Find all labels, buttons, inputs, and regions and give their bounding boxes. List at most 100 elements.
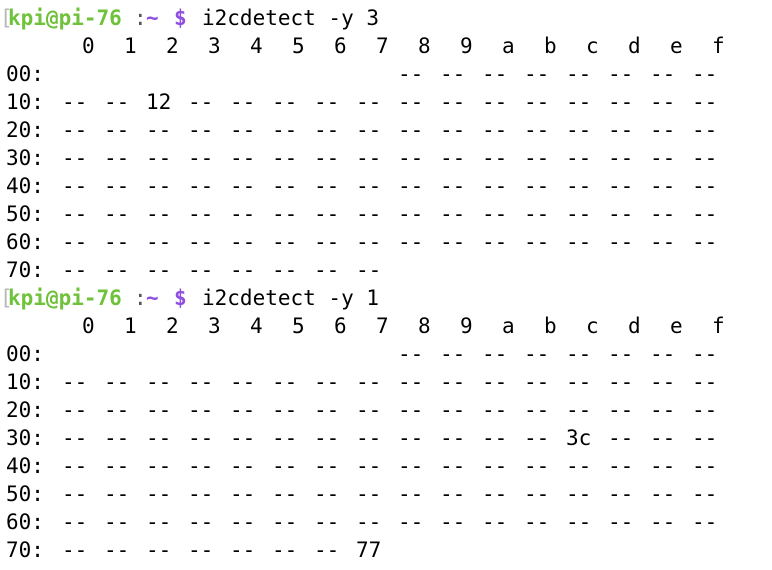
column-header: 0 — [82, 314, 95, 338]
prompt-line: [ kpi@pi-76 : ~ $ i2cdetect -y 1 — [0, 284, 379, 312]
empty-address-cell: -- — [566, 454, 592, 478]
row-label: 60: — [6, 230, 44, 254]
column-header: f — [712, 314, 725, 338]
empty-address-cell: -- — [146, 482, 172, 506]
column-header: a — [502, 34, 515, 58]
empty-address-cell: -- — [272, 426, 298, 450]
empty-address-cell: -- — [482, 454, 508, 478]
empty-address-cell: -- — [104, 118, 130, 142]
empty-address-cell: -- — [482, 146, 508, 170]
column-header: c — [586, 34, 599, 58]
column-header: 1 — [124, 34, 137, 58]
empty-address-cell: -- — [608, 426, 634, 450]
empty-address-cell: -- — [566, 510, 592, 534]
empty-address-cell: -- — [62, 538, 88, 562]
empty-address-cell: -- — [188, 90, 214, 114]
empty-address-cell: -- — [188, 510, 214, 534]
empty-address-cell: -- — [692, 398, 718, 422]
empty-address-cell: -- — [314, 230, 340, 254]
empty-address-cell: -- — [272, 370, 298, 394]
column-header: b — [544, 34, 557, 58]
empty-address-cell: -- — [314, 174, 340, 198]
empty-address-cell: -- — [608, 230, 634, 254]
empty-address-cell: -- — [650, 342, 676, 366]
empty-address-cell: -- — [524, 118, 550, 142]
empty-address-cell: -- — [230, 230, 256, 254]
empty-address-cell: -- — [650, 510, 676, 534]
empty-address-cell: -- — [188, 538, 214, 562]
empty-address-cell: -- — [188, 398, 214, 422]
empty-address-cell: -- — [314, 90, 340, 114]
empty-address-cell: -- — [482, 202, 508, 226]
empty-address-cell: -- — [692, 174, 718, 198]
empty-address-cell: -- — [650, 398, 676, 422]
empty-address-cell: -- — [524, 510, 550, 534]
row-label: 40: — [6, 174, 44, 198]
empty-address-cell: -- — [650, 482, 676, 506]
empty-address-cell: -- — [146, 398, 172, 422]
row-label: 20: — [6, 398, 44, 422]
empty-address-cell: -- — [104, 90, 130, 114]
column-header: 9 — [460, 34, 473, 58]
empty-address-cell: -- — [314, 426, 340, 450]
row-label: 10: — [6, 90, 44, 114]
empty-address-cell: -- — [440, 118, 466, 142]
empty-address-cell: -- — [62, 202, 88, 226]
row-label: 20: — [6, 118, 44, 142]
column-header: 0 — [82, 34, 95, 58]
empty-address-cell: -- — [314, 370, 340, 394]
empty-address-cell: -- — [314, 118, 340, 142]
empty-address-cell: -- — [566, 90, 592, 114]
empty-address-cell: -- — [398, 230, 424, 254]
empty-address-cell: -- — [146, 202, 172, 226]
empty-address-cell: -- — [650, 370, 676, 394]
empty-address-cell: -- — [608, 454, 634, 478]
empty-address-cell: -- — [608, 90, 634, 114]
empty-address-cell: -- — [524, 62, 550, 86]
empty-address-cell: -- — [692, 370, 718, 394]
empty-address-cell: -- — [398, 398, 424, 422]
empty-address-cell: -- — [146, 454, 172, 478]
empty-address-cell: -- — [230, 482, 256, 506]
empty-address-cell: -- — [566, 370, 592, 394]
row-label: 30: — [6, 146, 44, 170]
empty-address-cell: -- — [524, 202, 550, 226]
empty-address-cell: -- — [524, 230, 550, 254]
column-header: 8 — [418, 34, 431, 58]
empty-address-cell: -- — [188, 454, 214, 478]
empty-address-cell: -- — [692, 146, 718, 170]
command-text: i2cdetect -y 3 — [202, 6, 380, 30]
empty-address-cell: -- — [356, 482, 382, 506]
empty-address-cell: -- — [398, 342, 424, 366]
empty-address-cell: -- — [566, 482, 592, 506]
empty-address-cell: -- — [398, 370, 424, 394]
empty-address-cell: -- — [524, 342, 550, 366]
empty-address-cell: -- — [692, 90, 718, 114]
empty-address-cell: -- — [608, 146, 634, 170]
empty-address-cell: -- — [272, 146, 298, 170]
empty-address-cell: -- — [566, 62, 592, 86]
empty-address-cell: -- — [482, 510, 508, 534]
empty-address-cell: -- — [356, 146, 382, 170]
column-header: 3 — [208, 314, 221, 338]
empty-address-cell: -- — [608, 398, 634, 422]
empty-address-cell: -- — [440, 342, 466, 366]
column-header: c — [586, 314, 599, 338]
empty-address-cell: -- — [608, 118, 634, 142]
empty-address-cell: -- — [566, 174, 592, 198]
empty-address-cell: -- — [356, 258, 382, 282]
empty-address-cell: -- — [146, 146, 172, 170]
empty-address-cell: -- — [146, 174, 172, 198]
row-label: 00: — [6, 342, 44, 366]
empty-address-cell: -- — [188, 230, 214, 254]
empty-address-cell: -- — [62, 510, 88, 534]
empty-address-cell: -- — [146, 510, 172, 534]
empty-address-cell: -- — [272, 482, 298, 506]
empty-address-cell: -- — [62, 454, 88, 478]
empty-address-cell: -- — [482, 230, 508, 254]
empty-address-cell: -- — [650, 90, 676, 114]
prompt-dollar: $ — [174, 286, 187, 310]
empty-address-cell: -- — [230, 146, 256, 170]
empty-address-cell: -- — [608, 174, 634, 198]
